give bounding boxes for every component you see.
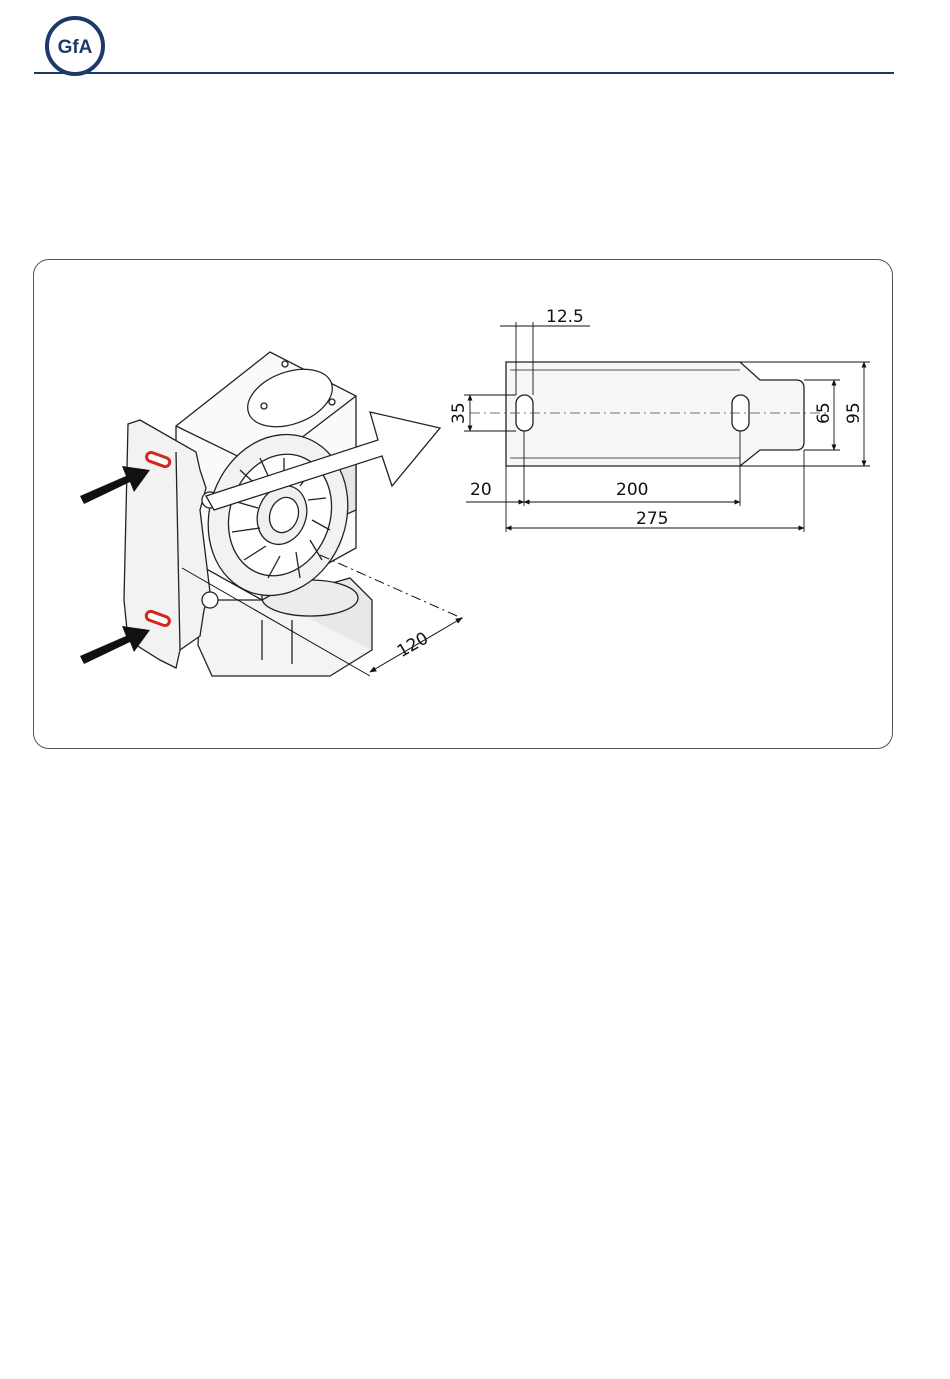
dim-label-65: 65: [814, 402, 834, 424]
dim-label-95: 95: [844, 402, 864, 424]
dim-label-20: 20: [470, 480, 492, 500]
dim-label-275: 275: [636, 509, 668, 529]
dim-label-200: 200: [616, 480, 648, 500]
dim-label-35: 35: [449, 402, 469, 424]
bracket-outline: [506, 362, 804, 466]
dimension-120-label: 120: [394, 628, 432, 662]
dim-label-12-5: 12.5: [546, 307, 584, 327]
motor-unit-illustration: [124, 352, 372, 676]
